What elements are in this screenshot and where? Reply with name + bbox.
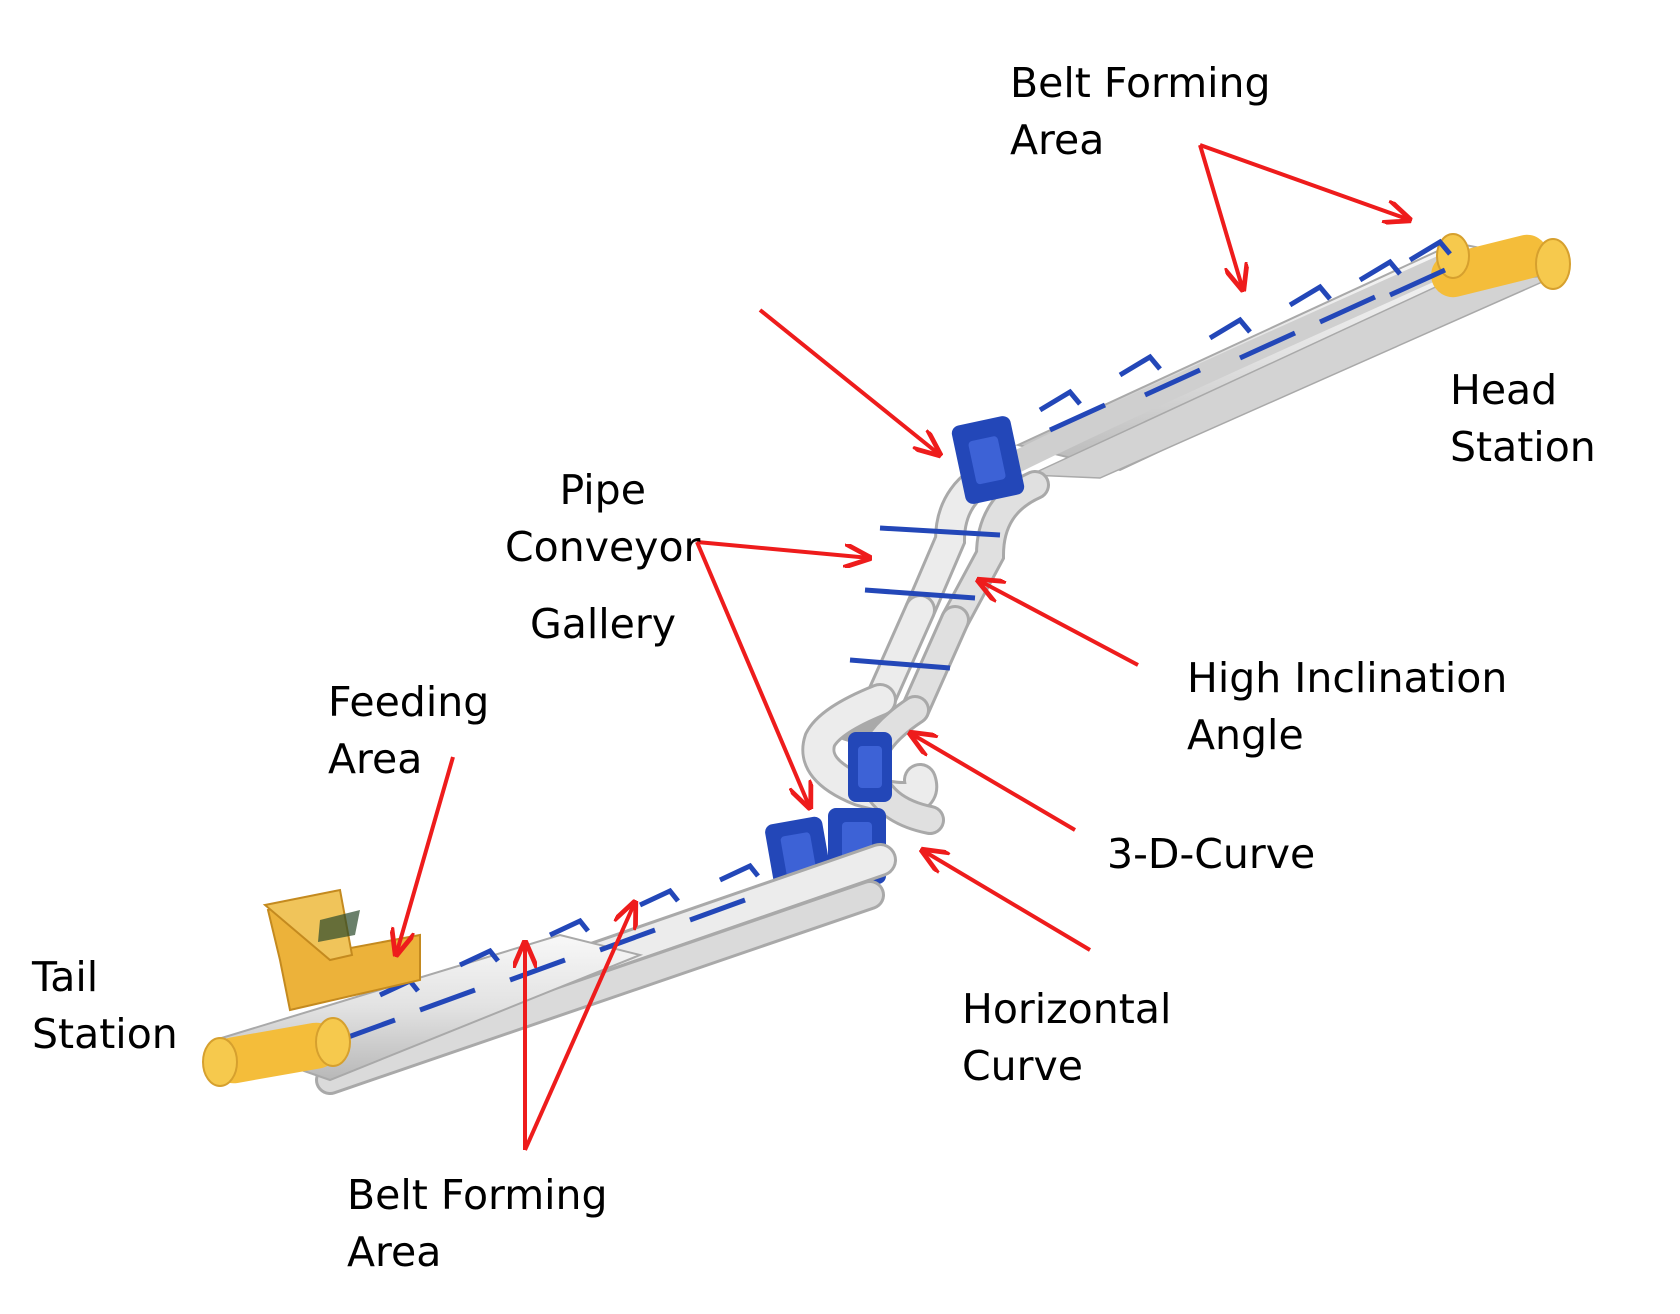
- arrow-three-d-curve: [910, 733, 1077, 832]
- label-horizontal-curve-line1: Horizontal: [962, 985, 1172, 1033]
- label-3-d-curve-line1: 3-D-Curve: [1107, 830, 1316, 878]
- label-feeding-area-line1: Feeding: [328, 678, 490, 726]
- label-feeding-area: Feeding Area: [328, 674, 489, 788]
- arrow-horizontal-curve: [922, 850, 1092, 952]
- label-gallery-line1: Gallery: [530, 600, 677, 648]
- label-head-station-line1: Head: [1450, 366, 1558, 414]
- three-d-curve-section: [801, 683, 945, 835]
- label-pipe-conveyor: Pipe Conveyor: [505, 462, 700, 576]
- arrow-feeding-area: [396, 756, 455, 955]
- label-belt-forming-area-top-line1: Belt Forming: [1010, 59, 1271, 107]
- arrow-high-inclination: [978, 580, 1139, 667]
- arrow-belt-forming-top-1: [1199, 143, 1410, 220]
- label-belt-forming-area-bottom-line2: Area: [347, 1228, 442, 1276]
- label-tail-station-line1: Tail: [32, 953, 99, 1001]
- label-pipe-conveyor-line2: Conveyor: [505, 523, 701, 571]
- label-belt-forming-area-bottom: Belt Forming Area: [347, 1167, 608, 1281]
- feeding-hopper: [262, 888, 421, 1012]
- arrow-gallery-upper: [758, 308, 940, 455]
- label-head-station-line2: Station: [1450, 423, 1596, 471]
- upper-pipe-bend: [904, 416, 1050, 635]
- label-horizontal-curve-line2: Curve: [962, 1042, 1083, 1090]
- arrow-belt-forming-bottom-2: [523, 902, 635, 1151]
- label-tail-station: Tail Station: [32, 949, 178, 1063]
- label-belt-forming-area-top-line2: Area: [1010, 116, 1105, 164]
- head-pulley: [1431, 233, 1571, 298]
- tail-pulley: [202, 1017, 351, 1087]
- label-belt-forming-area-top: Belt Forming Area: [1010, 55, 1271, 169]
- label-3-d-curve: 3-D-Curve: [1107, 826, 1315, 883]
- label-head-station: Head Station: [1450, 362, 1596, 476]
- label-pipe-conveyor-line1: Pipe: [559, 466, 646, 514]
- label-high-inclination-angle-line2: Angle: [1187, 711, 1304, 759]
- arrow-pipe-conveyor-1: [696, 540, 870, 558]
- lower-supports: [339, 862, 760, 1043]
- arrow-pipe-conveyor-2: [695, 541, 810, 808]
- label-high-inclination-angle: High Inclination Angle: [1187, 650, 1507, 764]
- label-feeding-area-line2: Area: [328, 735, 423, 783]
- label-tail-station-line2: Station: [32, 1010, 178, 1058]
- annotation-arrows: [396, 143, 1410, 1151]
- label-horizontal-curve: Horizontal Curve: [962, 981, 1171, 1095]
- label-gallery: Gallery: [530, 596, 676, 653]
- head-supports: [1038, 238, 1452, 433]
- label-belt-forming-area-bottom-line1: Belt Forming: [347, 1171, 608, 1219]
- label-high-inclination-angle-line1: High Inclination: [1187, 654, 1508, 702]
- arrow-belt-forming-top-2: [1198, 144, 1243, 290]
